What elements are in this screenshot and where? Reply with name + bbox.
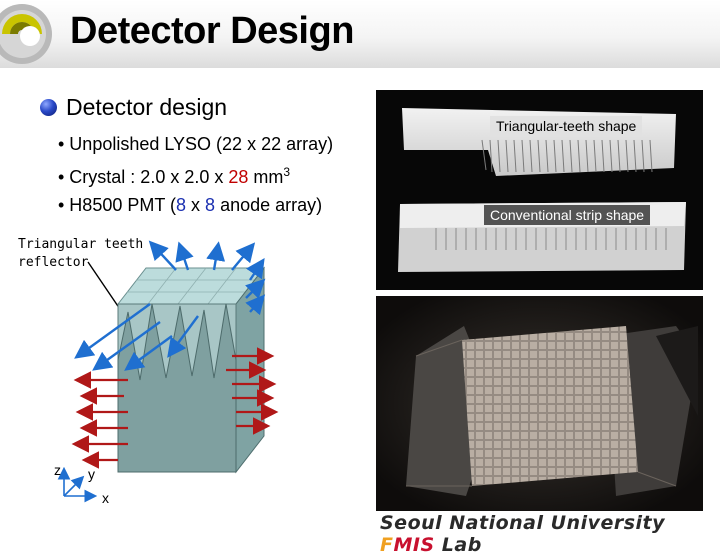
footer-text: Lab [435, 534, 482, 556]
lab-footer: Seoul National University FMIS Lab [380, 512, 720, 556]
crystal-array-diagram [0, 0, 370, 512]
footer-letter-f: F [380, 534, 393, 556]
axis-z-label: z [54, 462, 61, 478]
conventional-strip-caption: Conventional strip shape [484, 205, 650, 225]
axis-x-label: x [102, 490, 109, 506]
crystal-block-image [376, 296, 703, 511]
footer-text: Seoul National University [380, 512, 665, 534]
footer-letters-mis: MIS [393, 534, 434, 556]
crystal-array-photo [376, 296, 703, 511]
triangular-teeth-caption: Triangular-teeth shape [490, 116, 642, 136]
axis-y-label: y [88, 466, 95, 482]
reflector-photo: Triangular-teeth shape Conventional stri… [376, 90, 703, 290]
